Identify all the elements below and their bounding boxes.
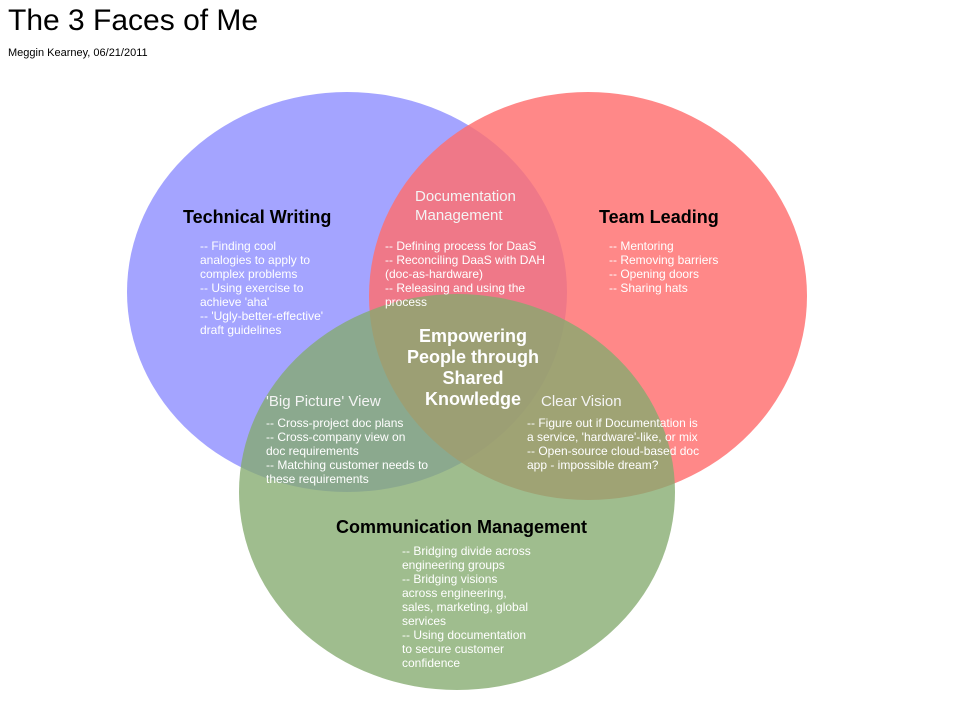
team-leading-items: -- Mentoring-- Removing barriers-- Openi… <box>609 239 718 295</box>
list-item: -- Defining process for DaaS <box>385 239 537 253</box>
list-item: services <box>402 614 447 628</box>
list-item: complex problems <box>200 267 298 281</box>
list-item: analogies to apply to <box>200 253 311 267</box>
list-item: to secure customer <box>402 642 505 656</box>
list-item: sales, marketing, global <box>402 600 529 614</box>
team-leading-label: Team Leading <box>599 207 719 227</box>
circle-communication-management <box>239 294 675 690</box>
list-item: process <box>385 295 428 309</box>
list-item: achieve 'aha' <box>200 295 270 309</box>
list-item: a service, 'hardware'-like, or mix <box>527 430 698 444</box>
center-label: Empowering People through Shared Knowled… <box>402 326 544 410</box>
list-item: -- Open-source cloud-based doc <box>527 444 700 458</box>
list-item: -- Finding cool <box>200 239 277 253</box>
author-date: Meggin Kearney, 06/21/2011 <box>8 47 148 59</box>
list-item: -- Bridging visions <box>402 572 498 586</box>
list-item: doc requirements <box>266 444 359 458</box>
page-title: The 3 Faces of Me <box>8 4 259 37</box>
big-picture-view-label: 'Big Picture' View <box>266 393 381 410</box>
list-item: -- Using documentation <box>402 628 527 642</box>
list-item: these requirements <box>266 472 369 486</box>
center-line: Empowering <box>418 326 527 346</box>
list-item: -- Opening doors <box>609 267 700 281</box>
list-item: (doc-as-hardware) <box>385 267 484 281</box>
list-item: -- Figure out if Documentation is <box>527 416 698 430</box>
center-line: Shared <box>442 368 504 388</box>
list-item: confidence <box>402 656 461 670</box>
technical-writing-label: Technical Writing <box>183 207 332 227</box>
list-item: -- Reconciling DaaS with DAH <box>385 253 546 267</box>
center-line: Knowledge <box>424 389 521 409</box>
list-item: -- Removing barriers <box>609 253 719 267</box>
list-item: app - impossible dream? <box>527 458 659 472</box>
communication-management-label: Communication Management <box>336 517 588 537</box>
list-item: -- Matching customer needs to <box>266 458 429 472</box>
documentation-management-items: -- Defining process for DaaS-- Reconcili… <box>385 239 545 309</box>
list-item: -- Using exercise to <box>200 281 304 295</box>
list-item: -- Releasing and using the <box>385 281 526 295</box>
center-line: People through <box>407 347 539 367</box>
list-item: -- Cross-company view on <box>266 430 406 444</box>
clear-vision-label: Clear Vision <box>541 393 622 410</box>
big-picture-view-items: -- Cross-project doc plans-- Cross-compa… <box>266 416 428 486</box>
list-item: across engineering, <box>402 586 507 600</box>
list-item: -- Mentoring <box>609 239 674 253</box>
list-item: -- Cross-project doc plans <box>266 416 404 430</box>
list-item: -- 'Ugly-better-effective' <box>200 309 324 323</box>
list-item: -- Bridging divide across <box>402 544 531 558</box>
list-item: draft guidelines <box>200 323 282 337</box>
list-item: -- Sharing hats <box>609 281 688 295</box>
documentation-management-label-line2: Management <box>415 207 503 224</box>
documentation-management-label-line1: Documentation <box>415 188 516 205</box>
list-item: engineering groups <box>402 558 505 572</box>
